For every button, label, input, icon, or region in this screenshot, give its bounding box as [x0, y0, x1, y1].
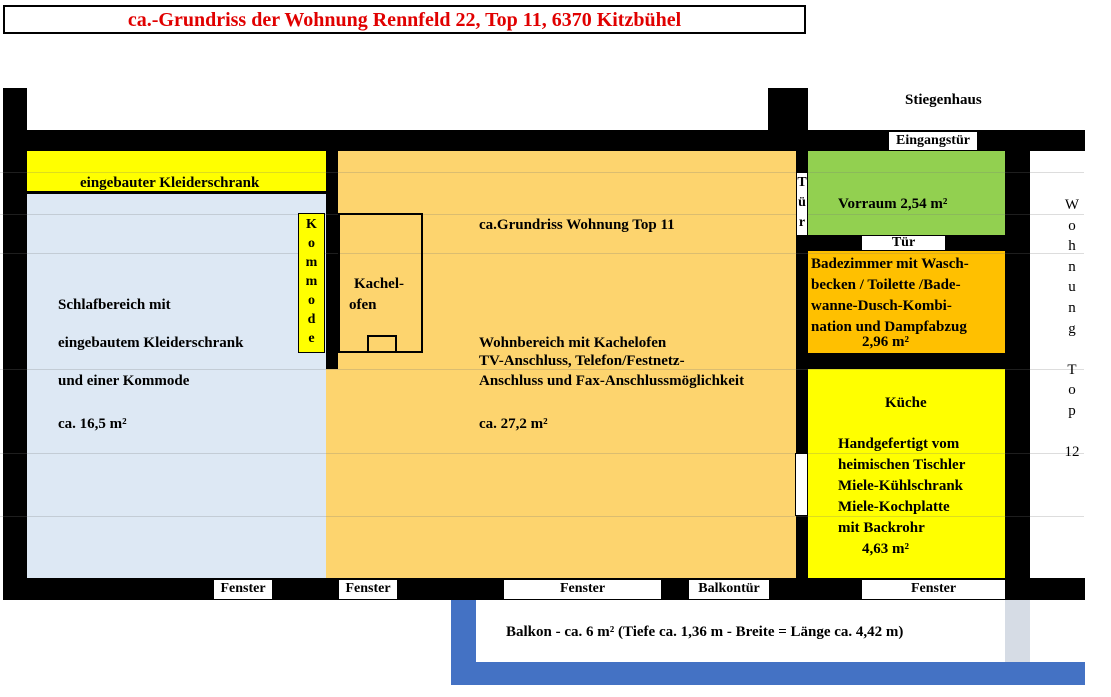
kueche-room [808, 369, 1005, 578]
page-title: ca.-Grundriss der Wohnung Rennfeld 22, T… [3, 5, 806, 34]
bad-text-3: wanne-Dusch-Kombi- [811, 298, 952, 314]
kleiderschrank-label: eingebauter Kleiderschrank [80, 175, 260, 191]
grundriss-label: ca.Grundriss Wohnung Top 11 [479, 217, 675, 233]
kachelofen-label-1: Kachel- [354, 276, 404, 292]
guide-line [0, 214, 1084, 215]
balkon-label: Balkon - ca. 6 m² (Tiefe ca. 1,36 m - Br… [506, 624, 904, 640]
badezimmer-room [808, 251, 1005, 353]
bad-text-1: Badezimmer mit Wasch- [811, 256, 969, 272]
schlaf-text-1: Schlafbereich mit [58, 297, 171, 313]
wohn-area: ca. 27,2 m² [479, 416, 548, 432]
guide-line [0, 453, 1084, 454]
wohn-text-1: Wohnbereich mit Kachelofen [479, 335, 667, 351]
wohnbereich-room [326, 151, 796, 578]
kommode [298, 213, 325, 353]
guide-line [0, 369, 1084, 370]
kueche-text-5: mit Backrohr [838, 520, 925, 536]
balkon-right-post [1005, 600, 1030, 662]
wall-bad-kueche [808, 353, 1005, 369]
fenster-4[interactable]: Fenster [861, 579, 1006, 600]
wall-inner-left [326, 151, 338, 369]
kueche-text-2: heimischen Tischler [838, 457, 966, 473]
schlaf-text-2: eingebautem Kleiderschrank [58, 335, 244, 351]
wall-left [3, 151, 27, 600]
schlaf-area: ca. 16,5 m² [58, 416, 127, 432]
balkon-bottom-rail [451, 662, 1085, 685]
tuer-bad-label[interactable]: Tür [861, 235, 946, 251]
kachelofen-label-2: ofen [349, 297, 377, 313]
wall-top [3, 130, 1085, 151]
kueche-title: Küche [885, 395, 927, 411]
bad-text-4: nation und Dampfabzug [811, 319, 967, 335]
vorraum-room [808, 151, 1005, 235]
kleiderschrank-area [27, 151, 326, 193]
stiegenhaus-label: Stiegenhaus [905, 92, 982, 108]
guide-line [0, 172, 1084, 173]
bad-text-2: becken / Toilette /Bade- [811, 277, 961, 293]
wall-right [1005, 151, 1030, 600]
schlaf-text-3: und einer Kommode [58, 373, 190, 389]
fenster-3[interactable]: Fenster [503, 579, 662, 600]
kueche-text-3: Miele-Kühlschrank [838, 478, 964, 494]
kueche-area: 4,63 m² [862, 541, 909, 557]
kueche-door[interactable] [795, 453, 808, 516]
kachelofen-door [367, 335, 397, 353]
vorraum-label: Vorraum 2,54 m² [838, 196, 948, 212]
balkontuer[interactable]: Balkontür [688, 579, 770, 600]
guide-line [0, 253, 1084, 254]
kueche-text-4: Miele-Kochplatte [838, 499, 950, 515]
wohn-text-3: Anschluss und Fax-Anschlussmöglichkeit [479, 373, 745, 389]
guide-line [0, 516, 1084, 517]
tuer-vorraum-door[interactable] [796, 172, 808, 236]
schlafbereich-room [27, 193, 326, 578]
fenster-2[interactable]: Fenster [338, 579, 398, 600]
eingangstuer-label[interactable]: Eingangstür [888, 131, 978, 151]
kueche-text-1: Handgefertigt vom [838, 436, 960, 452]
bad-area: 2,96 m² [862, 334, 909, 350]
wall-kleiderschrank [27, 191, 326, 194]
fenster-1[interactable]: Fenster [213, 579, 273, 600]
wohn-text-2: TV-Anschluss, Telefon/Festnetz- [479, 353, 685, 369]
wall-stair-column [768, 88, 808, 151]
